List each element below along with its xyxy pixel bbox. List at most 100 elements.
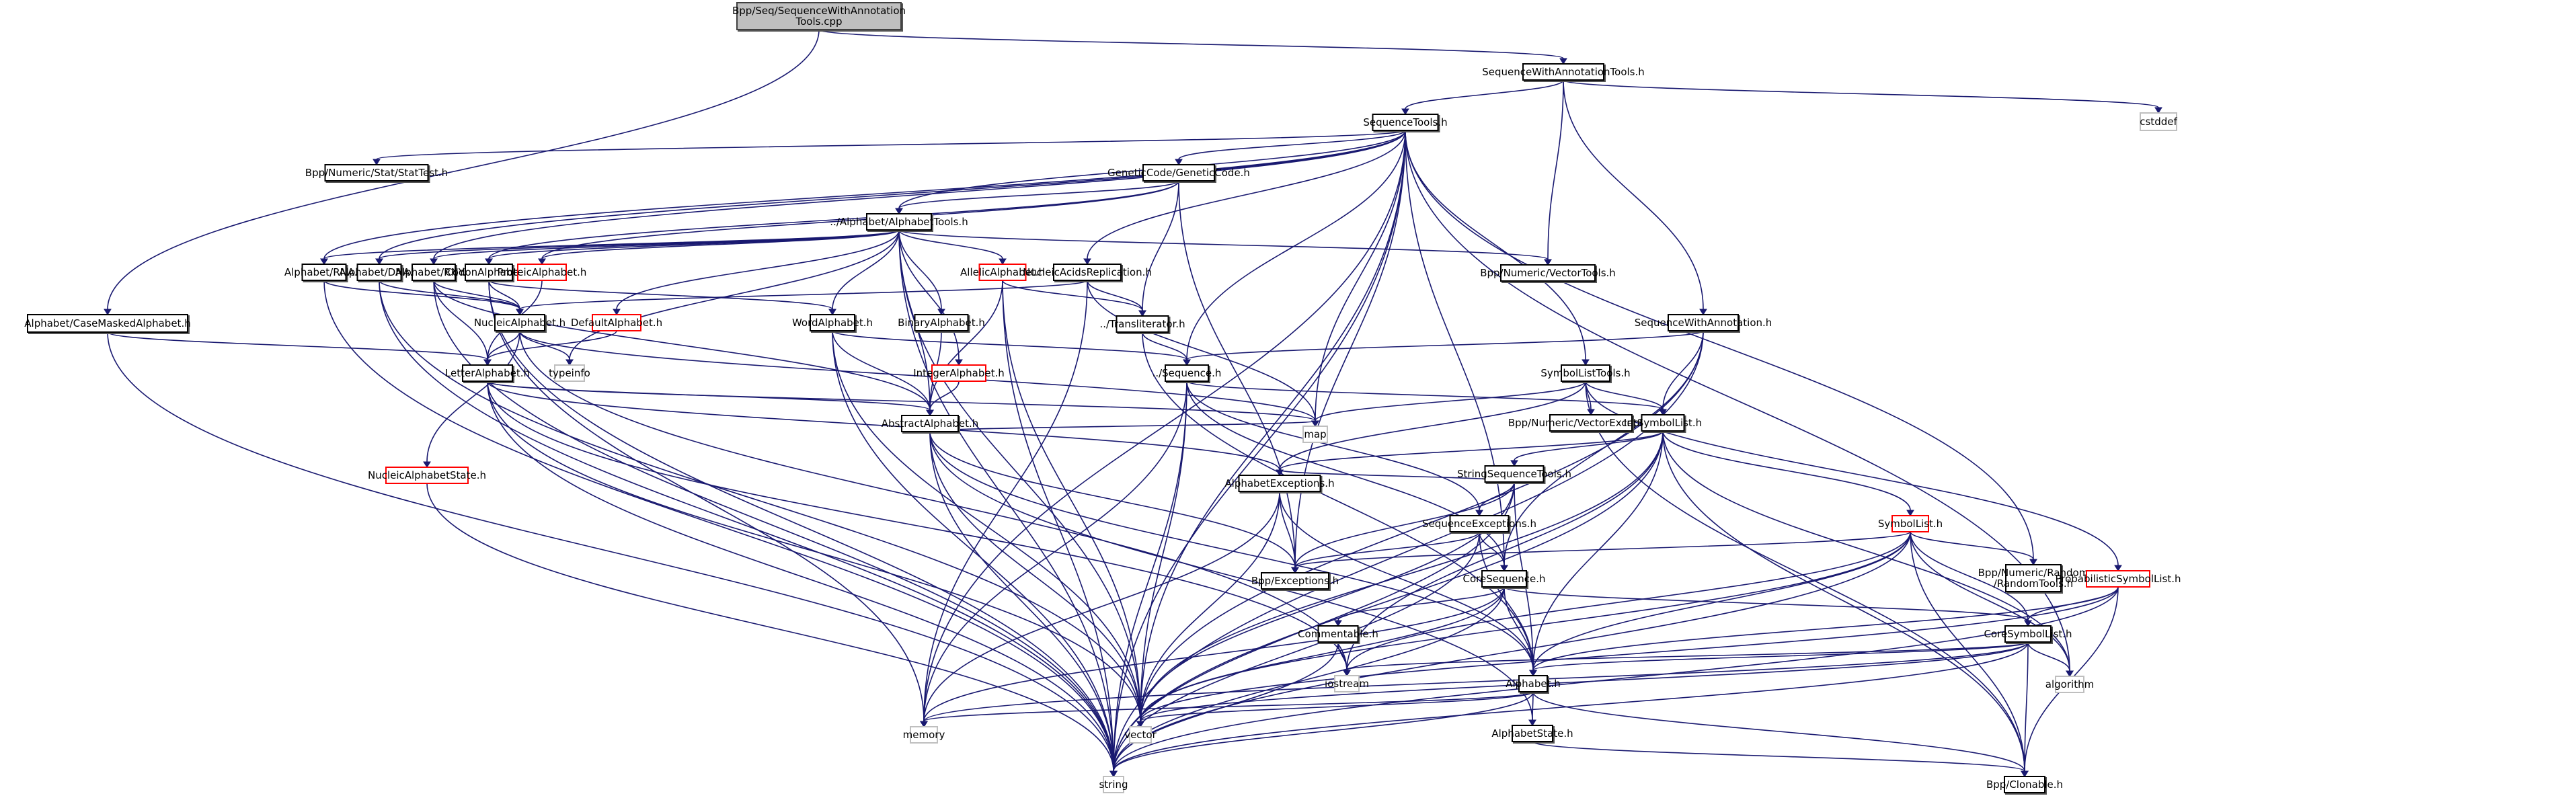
node-label: ../Sequence.h	[1153, 367, 1222, 379]
node-rny[interactable]: Alphabet/RNY.h	[395, 264, 472, 281]
node-string: string	[1099, 776, 1128, 793]
node-strseqtools[interactable]: StringSequenceTools.h	[1457, 465, 1571, 483]
node-proteic[interactable]: ProteicAlphabet.h	[498, 264, 587, 281]
edge-swat-to-cstddef	[1563, 79, 2159, 108]
node-box	[27, 314, 188, 333]
edge-seqexc-to-coreseq	[1479, 531, 1505, 566]
node-cmask[interactable]: Alphabet/CaseMaskedAlphabet.h	[24, 314, 191, 333]
edge-intsl-to-alphaexc	[1279, 430, 1664, 471]
node-label: vector	[1124, 729, 1157, 741]
node-symbollist[interactable]: SymbolList.h	[1878, 515, 1943, 532]
edge-seqtools-to-rna	[323, 130, 1406, 260]
nodes-layer: Bpp/Seq/SequenceWithAnnotationTools.cppS…	[24, 2, 2181, 793]
node-alphatools[interactable]: ../Alphabet/AlphabetTools.h	[830, 213, 968, 231]
arrowhead-icon	[1510, 460, 1518, 467]
node-gencode[interactable]: GeneticCode/GeneticCode.h	[1107, 164, 1250, 182]
node-alphaexc[interactable]: AlphabetExceptions.h	[1224, 475, 1335, 492]
node-abstract[interactable]: AbstractAlphabet.h	[882, 415, 979, 432]
node-box	[1129, 726, 1152, 744]
edge-allelic-to-abstract	[929, 280, 1003, 411]
edge-probsl-to-string	[1113, 586, 2119, 772]
node-binary[interactable]: BinaryAlphabet.h	[898, 314, 985, 331]
edge-dna-to-vector	[379, 280, 1141, 722]
edge-seqtools-to-randtools	[1405, 130, 2034, 560]
node-nucleic[interactable]: NucleicAlphabet.h	[474, 314, 565, 331]
node-box	[978, 264, 1027, 281]
node-codon[interactable]: CodonAlphabet.h	[445, 264, 533, 281]
node-root[interactable]: Bpp/Seq/SequenceWithAnnotationTools.cpp	[732, 2, 906, 30]
node-coresl[interactable]: CoreSymbolList.h	[1984, 625, 2072, 643]
node-box	[1549, 414, 1633, 432]
node-box	[554, 364, 585, 382]
arrowhead-icon	[565, 359, 574, 366]
node-allelic[interactable]: AllelicAlphabet.h	[960, 264, 1045, 281]
edge-word-to-vector	[832, 330, 1141, 722]
node-swa[interactable]: SequenceWithAnnotation.h	[1635, 314, 1772, 331]
edge-coreseq-to-vector	[1140, 586, 1505, 722]
node-box	[1302, 426, 1328, 443]
node-box	[2140, 112, 2177, 131]
node-box	[2004, 776, 2045, 793]
node-box	[1668, 314, 1739, 331]
node-label: GeneticCode/GeneticCode.h	[1107, 167, 1250, 179]
node-label: Bpp/Numeric/VectorTools.h	[1480, 267, 1616, 279]
edge-nucrep-to-map	[1087, 280, 1316, 422]
edge-rny-to-nucleic	[433, 280, 520, 310]
node-dna[interactable]: Alphabet/DNA.h	[339, 264, 420, 281]
edge-rny-to-string	[433, 280, 1114, 772]
node-alphastate[interactable]: AlphabetState.h	[1491, 725, 1573, 742]
node-integer[interactable]: IntegerAlphabet.h	[913, 364, 1005, 382]
node-vecexc[interactable]: Bpp/Numeric/VectorExceptions.h	[1508, 414, 1674, 432]
node-randtools[interactable]: Bpp/Numeric/Random/RandomTools.h	[1978, 564, 2089, 592]
node-stattest[interactable]: Bpp/Numeric/Stat/StatTest.h	[305, 164, 448, 182]
node-seqexc[interactable]: SequenceExceptions.h	[1422, 515, 1536, 532]
edge-coreseq-to-commentable	[1337, 586, 1505, 621]
edge-seqexc-to-exceptions	[1294, 531, 1480, 568]
arrowhead-icon	[1083, 258, 1091, 265]
node-letter[interactable]: LetterAlphabet.h	[445, 364, 530, 382]
arrowhead-icon	[320, 258, 328, 265]
node-default[interactable]: DefaultAlphabet.h	[571, 314, 662, 331]
node-label: Bpp/Seq/SequenceWithAnnotation	[732, 5, 906, 17]
node-label: /RandomTools.h	[1994, 577, 2073, 590]
edge-seqtools-to-gencode	[1178, 130, 1406, 160]
edge-intsl-to-iostream	[1346, 430, 1664, 671]
node-clonable[interactable]: Bpp/Clonable.h	[1986, 776, 2063, 793]
node-swat[interactable]: SequenceWithAnnotationTools.h	[1482, 63, 1645, 81]
node-box	[1641, 414, 1685, 432]
node-label: iostream	[1325, 678, 1369, 690]
node-box	[301, 264, 347, 281]
arrowhead-icon	[1500, 565, 1508, 571]
node-rna[interactable]: Alphabet/RNA.h	[284, 264, 364, 281]
node-exceptions[interactable]: Bpp/Exceptions.h	[1251, 572, 1339, 590]
edge-dna-to-string	[379, 280, 1114, 772]
edge-swa-to-intsl	[1662, 330, 1704, 410]
node-sltools[interactable]: SymbolListTools.h	[1540, 364, 1631, 382]
node-coreseq[interactable]: CoreSequence.h	[1463, 570, 1546, 588]
node-label: StringSequenceTools.h	[1457, 468, 1571, 480]
edge-nucrep-to-memory	[923, 280, 1088, 722]
edge-seqtools-to-coreseq	[1405, 130, 1505, 566]
node-label: SymbolList.h	[1878, 518, 1943, 530]
node-label: Alphabet/RNA.h	[284, 266, 364, 278]
arrowhead-icon	[1587, 409, 1595, 415]
node-intsl[interactable]: IntSymbolList.h	[1624, 414, 1702, 432]
node-label: SequenceWithAnnotationTools.h	[1482, 66, 1645, 78]
node-seqtools[interactable]: SequenceTools.h	[1363, 114, 1448, 131]
edge-coresl-to-algorithm	[2027, 641, 2070, 672]
node-commentable[interactable]: Commentable.h	[1298, 625, 1378, 643]
node-label: Commentable.h	[1298, 628, 1378, 640]
node-label: Bpp/Clonable.h	[1986, 779, 2063, 791]
node-probsl[interactable]: ProbabilisticSymbolList.h	[2055, 570, 2181, 588]
node-alphabet[interactable]: Alphabet.h	[1506, 675, 1561, 692]
node-vectortools[interactable]: Bpp/Numeric/VectorTools.h	[1480, 264, 1616, 282]
node-box	[2004, 625, 2052, 643]
node-label: AlphabetExceptions.h	[1224, 477, 1334, 489]
node-sequence[interactable]: ../Sequence.h	[1153, 364, 1222, 382]
node-word[interactable]: WordAlphabet.h	[792, 314, 873, 331]
node-translit[interactable]: ../Transliterator.h	[1099, 315, 1185, 333]
node-nucrep[interactable]: NucleicAcidsReplication.h	[1023, 264, 1152, 281]
arrowhead-icon	[430, 258, 438, 265]
arrowhead-icon	[104, 309, 112, 315]
node-nucstate[interactable]: NucleicAlphabetState.h	[368, 467, 486, 484]
